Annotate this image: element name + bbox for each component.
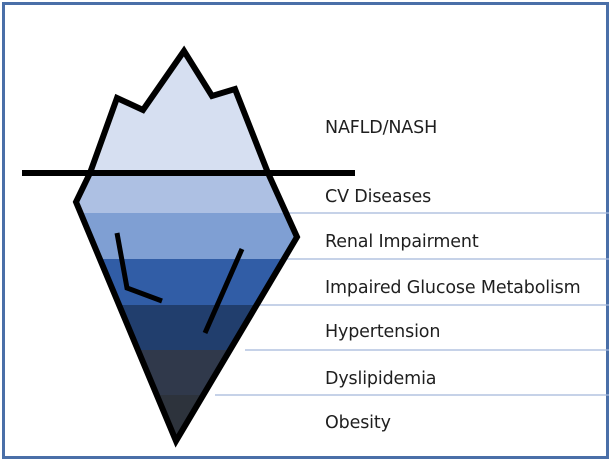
layer-band-nafld-nash <box>0 40 613 173</box>
layer-label-renal-impairment: Renal Impairment <box>325 232 479 252</box>
layer-label-obesity: Obesity <box>325 413 391 433</box>
layer-band-dyslipidemia <box>0 350 613 395</box>
layer-band-obesity <box>0 395 613 455</box>
layer-label-dyslipidemia: Dyslipidemia <box>325 369 436 389</box>
layer-label-hypertension: Hypertension <box>325 322 440 342</box>
layer-band-hypertension <box>0 305 613 350</box>
layer-label-impaired-glucose-metabolism: Impaired Glucose Metabolism <box>325 278 581 298</box>
layer-label-cv-diseases: CV Diseases <box>325 187 431 207</box>
layer-label-nafld-nash: NAFLD/NASH <box>325 118 437 138</box>
layer-band-cv-diseases <box>0 173 613 213</box>
